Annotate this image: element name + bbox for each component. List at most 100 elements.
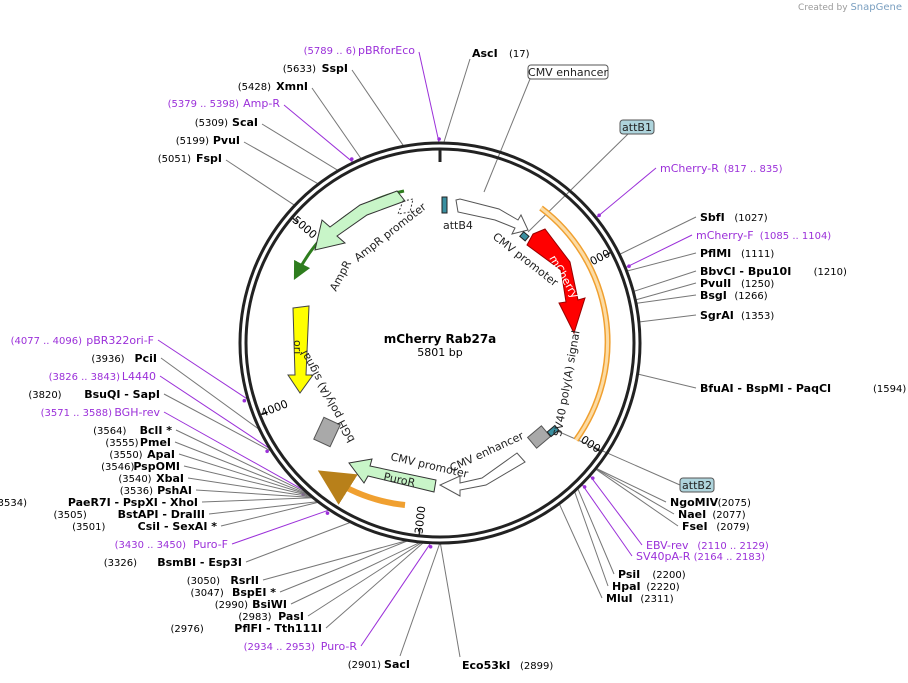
leader-line bbox=[399, 542, 441, 657]
enzyme-position: (3546) bbox=[101, 462, 134, 473]
primer-name[interactable]: mCherry-F bbox=[696, 229, 754, 242]
cmv-promoter-top-arrow bbox=[455, 198, 529, 235]
attb2-box-label: attB2 bbox=[682, 479, 712, 492]
puror-label: PuroR bbox=[382, 470, 416, 489]
leader-line bbox=[231, 509, 330, 545]
enzyme-name[interactable]: ScaI bbox=[232, 116, 258, 129]
enzyme-position: (1027) bbox=[734, 213, 767, 224]
enzyme-name[interactable]: BsmBI - Esp3I bbox=[157, 556, 242, 569]
enzyme-name[interactable]: RsrII bbox=[230, 574, 259, 587]
enzyme-name[interactable]: BsgI bbox=[700, 289, 727, 302]
leader-line bbox=[573, 490, 609, 587]
ampr-arrow bbox=[314, 190, 406, 251]
sv40-label: SV40 poly(A) signal bbox=[551, 329, 582, 437]
enzyme-position: (3505) bbox=[54, 510, 87, 521]
enzyme-position: (17) bbox=[509, 49, 530, 60]
enzyme-position: (3564) bbox=[93, 426, 126, 437]
enzyme-name[interactable]: AscI bbox=[472, 47, 498, 60]
primer-site-marker bbox=[582, 485, 587, 489]
leader-line bbox=[262, 539, 408, 581]
enzyme-name[interactable]: Eco53kI bbox=[462, 659, 510, 672]
enzyme-name[interactable]: PflFI - Tth111I bbox=[234, 622, 322, 635]
leader-line bbox=[208, 501, 319, 515]
primer-name[interactable]: pBR322ori-F bbox=[86, 334, 154, 347]
enzyme-position: (3555) bbox=[105, 438, 138, 449]
enzyme-name[interactable]: PasI bbox=[278, 610, 304, 623]
enzyme-name[interactable]: BfuAI - BspMI - PaqCI bbox=[700, 382, 831, 395]
orange-arc-puro bbox=[317, 470, 406, 508]
leader-line bbox=[635, 282, 697, 301]
ori-label: ori bbox=[291, 340, 304, 354]
primer-range: (1085 .. 1104) bbox=[760, 231, 832, 242]
enzyme-position: (3820) bbox=[28, 390, 61, 401]
leader-line bbox=[595, 467, 667, 503]
enzyme-name[interactable]: SbfI bbox=[700, 211, 725, 224]
primer-name[interactable]: pBRforEco bbox=[358, 44, 415, 57]
backbone-inner bbox=[244, 147, 636, 539]
tick-label: 3000 bbox=[412, 505, 428, 534]
enzyme-name[interactable]: BsiWI bbox=[252, 598, 287, 611]
enzyme-name[interactable]: MluI bbox=[606, 592, 633, 605]
leader-line bbox=[595, 468, 679, 527]
enzyme-position: (2899) bbox=[520, 661, 553, 672]
enzyme-name[interactable]: PvuII bbox=[700, 277, 731, 290]
leader-line bbox=[589, 475, 643, 546]
cmv-enhancer-box bbox=[527, 64, 609, 80]
enzyme-name[interactable]: BspEI * bbox=[232, 586, 276, 599]
enzyme-name[interactable]: SspI bbox=[322, 62, 348, 75]
enzyme-name[interactable]: ApaI bbox=[147, 448, 175, 461]
primer-name[interactable]: EBV-rev bbox=[646, 539, 689, 552]
leader-line bbox=[307, 541, 423, 617]
enzyme-name[interactable]: SacI bbox=[384, 658, 410, 671]
primer-name[interactable]: BGH-rev bbox=[114, 406, 160, 419]
primer-name[interactable]: SV40pA-R bbox=[636, 550, 691, 563]
primer-name[interactable]: mCherry-R bbox=[660, 162, 719, 175]
primer-range: (5379 .. 5398) bbox=[168, 99, 240, 110]
leader-line bbox=[220, 501, 320, 527]
leader-line bbox=[637, 373, 697, 389]
enzyme-name[interactable]: PshAI bbox=[157, 484, 192, 497]
enzyme-name[interactable]: PvuI bbox=[213, 134, 240, 147]
primer-name[interactable]: L4440 bbox=[122, 370, 156, 383]
leader-line bbox=[163, 411, 307, 492]
enzyme-name[interactable]: NaeI bbox=[678, 508, 706, 521]
enzyme-name[interactable]: BsuQI - SapI bbox=[84, 388, 160, 401]
tick-label: 5000 bbox=[290, 213, 320, 241]
tick-mark bbox=[291, 216, 299, 224]
enzyme-name[interactable]: CsiI - SexAI * bbox=[138, 520, 218, 533]
primer-site-marker bbox=[627, 264, 631, 269]
enzyme-name[interactable]: BstAPI - DraIII bbox=[118, 508, 205, 521]
leader-line bbox=[187, 477, 313, 498]
enzyme-name[interactable]: HpaI bbox=[612, 580, 641, 593]
enzyme-name[interactable]: PsiI bbox=[618, 568, 640, 581]
primer-name[interactable]: Puro-R bbox=[321, 640, 358, 653]
enzyme-name[interactable]: FspI bbox=[196, 152, 222, 165]
leader-line bbox=[351, 69, 405, 147]
leader-line bbox=[195, 489, 313, 498]
enzyme-name[interactable]: PciI bbox=[135, 352, 157, 365]
leader-line bbox=[626, 252, 697, 272]
tick-mark bbox=[418, 527, 421, 536]
enzyme-name[interactable]: PaeR7I - PspXI - XhoI bbox=[68, 496, 198, 509]
enzyme-name[interactable]: PflMI bbox=[700, 247, 731, 260]
ampr-label: AmpR bbox=[327, 258, 354, 293]
leader-line bbox=[283, 104, 354, 164]
primer-range: (2934 .. 2953) bbox=[244, 642, 316, 653]
enzyme-position: (5199) bbox=[176, 136, 209, 147]
primer-site-marker bbox=[597, 213, 601, 218]
enzyme-position: (3540) bbox=[118, 474, 151, 485]
enzyme-name[interactable]: PspOMI bbox=[133, 460, 180, 473]
enzyme-name[interactable]: FseI bbox=[682, 520, 708, 533]
leader-line bbox=[483, 78, 531, 193]
enzyme-name[interactable]: XbaI bbox=[156, 472, 184, 485]
enzyme-name[interactable]: PmeI bbox=[140, 436, 171, 449]
enzyme-name[interactable]: SgrAI bbox=[700, 309, 734, 322]
primer-name[interactable]: Puro-F bbox=[193, 538, 228, 551]
leader-line bbox=[595, 468, 675, 515]
leader-line bbox=[360, 542, 432, 647]
enzyme-name[interactable]: NgoMIV bbox=[670, 496, 719, 509]
enzyme-name[interactable]: BclI * bbox=[140, 424, 173, 437]
enzyme-name[interactable]: XmnI bbox=[276, 80, 308, 93]
enzyme-name[interactable]: BbvCI - Bpu10I bbox=[700, 265, 791, 278]
primer-name[interactable]: Amp-R bbox=[243, 97, 280, 110]
